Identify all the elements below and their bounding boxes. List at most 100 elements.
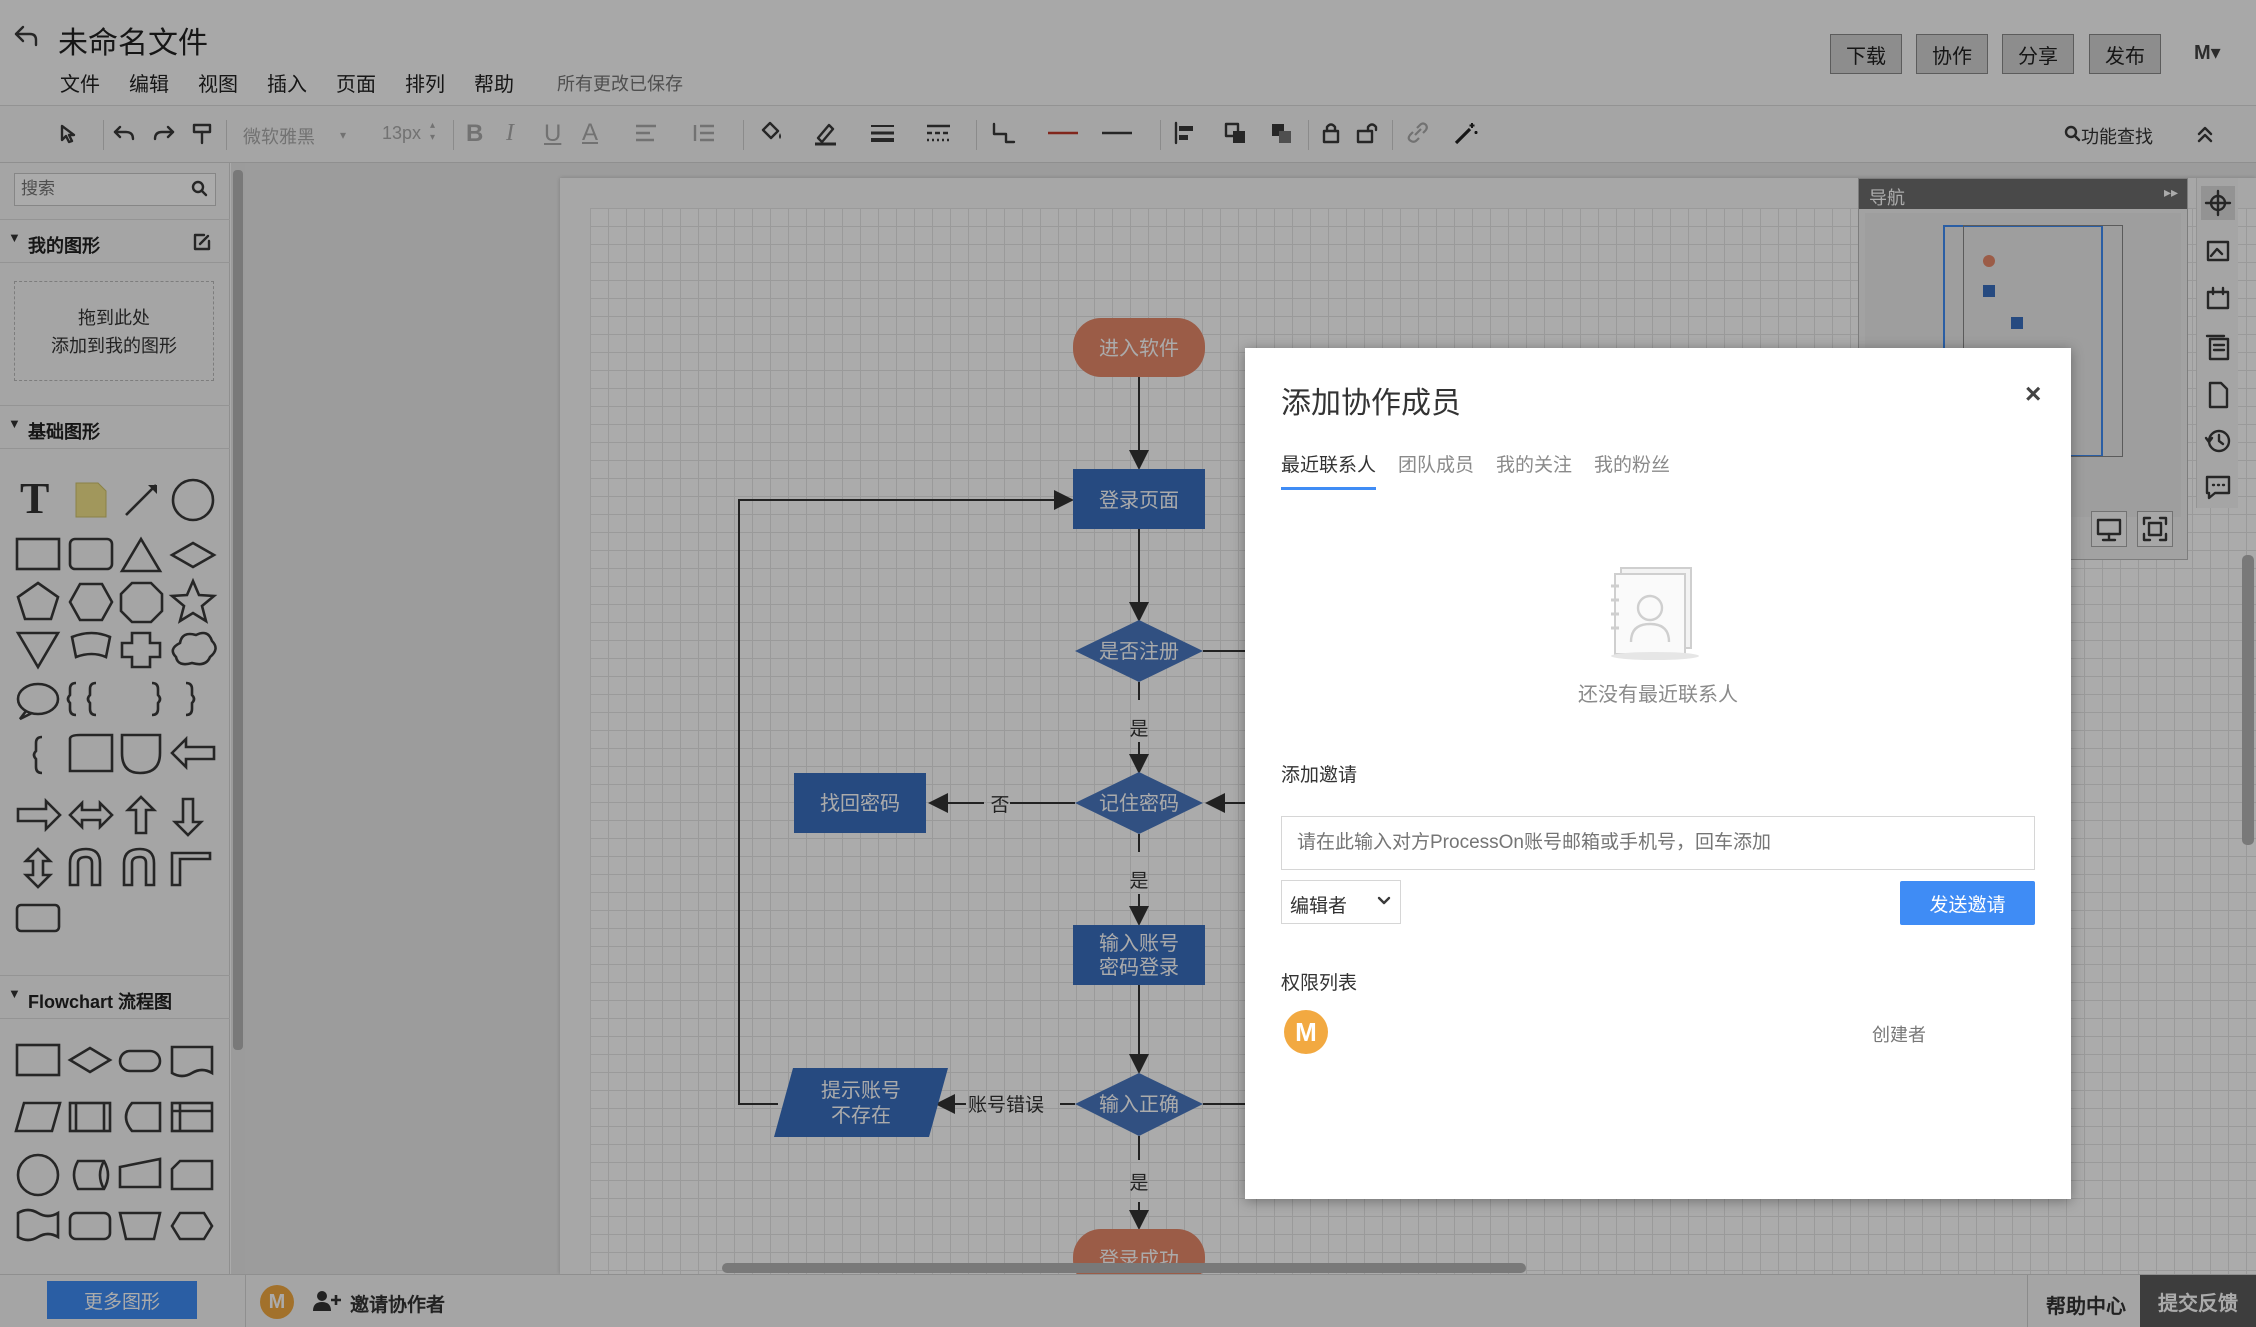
fit-screen-icon[interactable] — [2137, 511, 2173, 547]
italic-icon[interactable]: I — [506, 120, 514, 146]
node-input[interactable] — [1073, 925, 1205, 985]
more-shapes-button[interactable]: 更多图形 — [47, 1281, 197, 1319]
my-shapes-dropzone[interactable]: 拖到此处 添加到我的图形 — [14, 281, 214, 381]
connector-icon[interactable] — [990, 120, 1020, 152]
feature-search[interactable]: 功能查找 — [2081, 127, 2153, 147]
publish-button[interactable]: 发布 — [2089, 34, 2161, 74]
node-not-exist-label-2: 不存在 — [831, 1104, 891, 1127]
node-enter[interactable] — [1073, 318, 1205, 377]
presentation-icon[interactable] — [2091, 511, 2127, 547]
node-login-page-label: 登录页面 — [1099, 489, 1179, 512]
line-end-icon[interactable] — [1098, 120, 1138, 152]
flowchart-header[interactable]: ▼ Flowchart 流程图 — [0, 975, 230, 1019]
my-shapes-header[interactable]: ▼ 我的图形 — [0, 219, 230, 263]
menu-help[interactable]: 帮助 — [474, 74, 514, 96]
document-icon[interactable] — [2201, 378, 2235, 412]
underline-icon[interactable]: U — [544, 120, 562, 147]
shape-search-box[interactable] — [14, 173, 216, 206]
fill-color-icon[interactable] — [758, 120, 788, 152]
tab-followers[interactable]: 我的粉丝 — [1594, 455, 1671, 476]
collaborator-avatar[interactable]: M — [260, 1285, 294, 1319]
history-icon[interactable] — [2201, 424, 2235, 458]
download-button[interactable]: 下载 — [1830, 34, 1902, 74]
menu-view[interactable]: 视图 — [198, 74, 238, 96]
collaborate-button[interactable]: 协作 — [1916, 34, 1988, 74]
collapse-toolbar-icon[interactable] — [2194, 122, 2216, 152]
list-icon[interactable] — [692, 122, 718, 150]
node-registered[interactable] — [1075, 620, 1203, 682]
node-not-exist[interactable] — [774, 1068, 948, 1137]
search-icon[interactable] — [191, 180, 209, 204]
bold-icon[interactable]: B — [466, 120, 484, 147]
comment-icon[interactable] — [2201, 470, 2235, 504]
add-user-icon[interactable] — [312, 1289, 342, 1319]
font-color-icon[interactable]: A — [582, 119, 599, 146]
basic-shapes-grid[interactable]: T — [0, 453, 230, 833]
node-login-page[interactable] — [1073, 469, 1205, 529]
navigator-header[interactable]: 导航 ▸▸ — [1859, 179, 2187, 209]
unlock-icon[interactable] — [1354, 120, 1382, 152]
menu-edit[interactable]: 编辑 — [129, 74, 169, 96]
menu-arrange[interactable]: 排列 — [405, 74, 445, 96]
help-center-link[interactable]: 帮助中心 — [2046, 1296, 2126, 1318]
tab-recent-contacts[interactable]: 最近联系人 — [1281, 450, 1377, 490]
select-pointer-icon[interactable] — [52, 118, 84, 150]
format-painter-icon[interactable] — [186, 118, 218, 150]
send-back-icon[interactable] — [1268, 120, 1298, 152]
feedback-button[interactable]: 提交反馈 — [2140, 1275, 2256, 1327]
role-select[interactable]: 编辑者 — [1281, 880, 1401, 924]
tab-team-members[interactable]: 团队成员 — [1398, 455, 1475, 476]
document-title[interactable]: 未命名文件 — [58, 27, 208, 60]
node-remember[interactable] — [1075, 772, 1203, 834]
font-family-select[interactable]: 微软雅黑 — [243, 127, 315, 147]
line-color-icon[interactable] — [812, 120, 842, 152]
share-button[interactable]: 分享 — [2002, 34, 2074, 74]
align-shapes-icon[interactable] — [1172, 120, 1202, 152]
pages-icon[interactable] — [2201, 330, 2235, 364]
canvas-v-scrollbar[interactable] — [2242, 555, 2254, 845]
user-menu[interactable]: M▾ — [2194, 42, 2221, 64]
redo-icon[interactable] — [148, 118, 180, 150]
basic-shapes-grid-2[interactable] — [0, 793, 230, 933]
line-width-icon[interactable] — [868, 120, 898, 152]
lock-icon[interactable] — [1318, 120, 1346, 152]
invite-input[interactable] — [1281, 816, 2035, 870]
node-success[interactable] — [1073, 1229, 1205, 1274]
menu-insert[interactable]: 插入 — [267, 74, 307, 96]
close-icon[interactable]: × — [2025, 378, 2042, 409]
flowchart-shapes-grid[interactable] — [0, 1023, 230, 1273]
undo-icon[interactable] — [108, 118, 140, 150]
node-correct-label: 输入正确 — [1099, 1093, 1179, 1116]
menu-file[interactable]: 文件 — [60, 74, 100, 96]
mini-node — [1983, 255, 1995, 267]
menu-page[interactable]: 页面 — [336, 74, 376, 96]
tab-following[interactable]: 我的关注 — [1496, 455, 1573, 476]
flowchart-diagram: 进入软件 登录页面 是否注册 是 记住密码 否 找回密码 是 输入账号 密码登录… — [738, 318, 1245, 1274]
member-role: 创建者 — [1872, 1025, 1926, 1045]
basic-shapes-header[interactable]: ▼ 基础图形 — [0, 405, 230, 449]
invite-collaborator-link[interactable]: 邀请协作者 — [350, 1295, 446, 1316]
send-invite-button[interactable]: 发送邀请 — [1900, 881, 2035, 925]
font-size-select[interactable]: 13px — [382, 123, 422, 143]
shape-search-input[interactable] — [15, 174, 175, 204]
bring-front-icon[interactable] — [1222, 120, 1252, 152]
edit-icon[interactable] — [192, 232, 212, 258]
search-icon[interactable] — [2064, 125, 2082, 149]
save-status: 所有更改已保存 — [557, 74, 683, 94]
line-style-icon[interactable] — [924, 120, 954, 152]
link-icon[interactable] — [1404, 120, 1432, 152]
node-find-pwd[interactable] — [794, 773, 926, 833]
sidebar-scrollbar-thumb[interactable] — [233, 170, 243, 1050]
align-icon[interactable] — [634, 122, 660, 150]
shape-sidebar: ▼ 我的图形 拖到此处 添加到我的图形 ▼ 基础图形 T — [0, 163, 230, 1274]
back-icon[interactable] — [10, 20, 42, 52]
line-start-icon[interactable] — [1044, 120, 1084, 152]
magic-wand-icon[interactable] — [1452, 120, 1480, 152]
canvas-h-scrollbar[interactable] — [722, 1263, 1526, 1273]
page-settings-icon[interactable] — [2201, 282, 2235, 316]
collapse-panel-icon[interactable]: ▸▸ — [2164, 184, 2179, 200]
dialog-tabs: 最近联系人 团队成员 我的关注 我的粉丝 — [1281, 450, 1670, 490]
node-correct[interactable] — [1075, 1073, 1203, 1136]
navigator-toggle-icon[interactable] — [2201, 186, 2235, 220]
image-icon[interactable] — [2201, 234, 2235, 268]
